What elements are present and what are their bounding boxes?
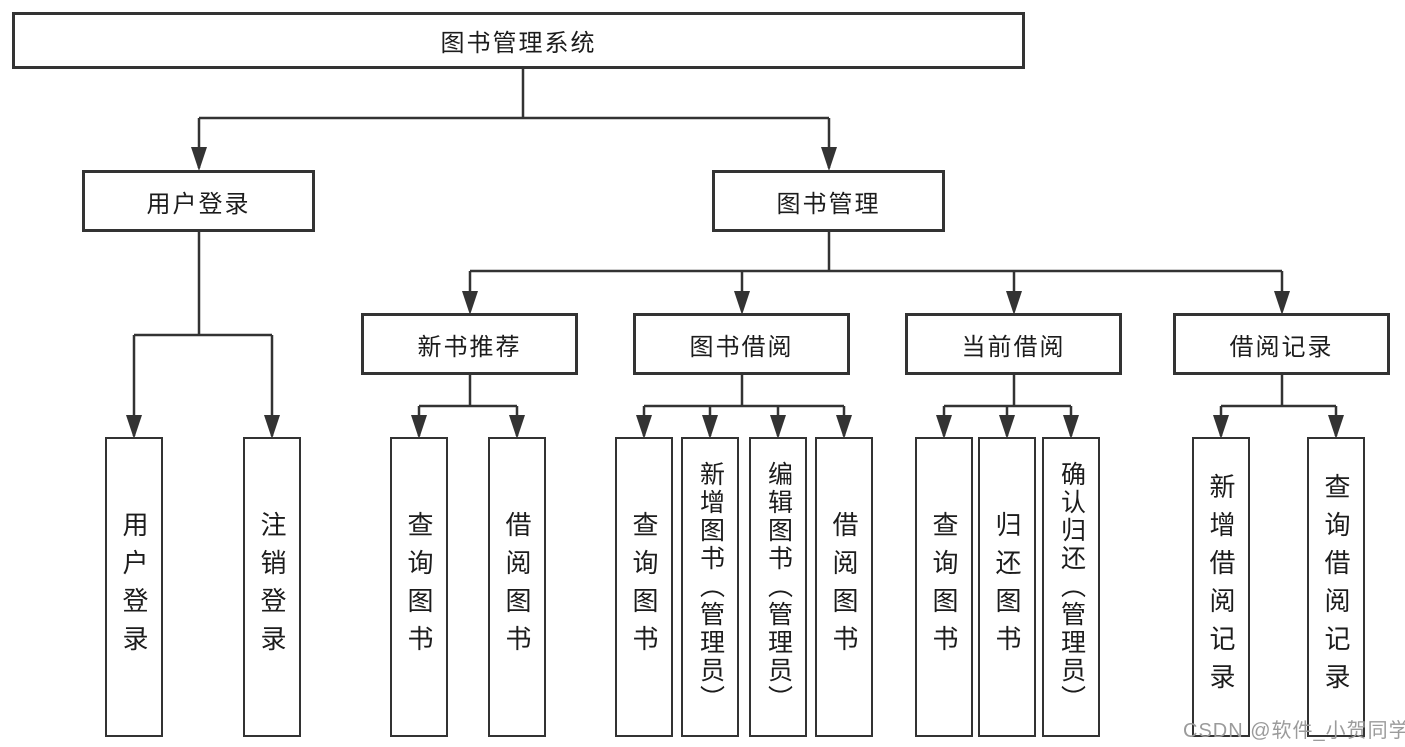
leaf-label: 用户登录 xyxy=(119,511,149,663)
leaf-query-books-borrow: 查询图书 xyxy=(615,437,673,737)
leaf-label: 确认归还（管理员） xyxy=(1057,461,1086,713)
node-book-borrow: 图书借阅 xyxy=(633,313,850,375)
leaf-label: 借阅图书 xyxy=(502,511,532,663)
leaf-label: 新增借阅记录 xyxy=(1206,473,1236,701)
leaf-label: 查询图书 xyxy=(929,511,959,663)
leaf-logout: 注销登录 xyxy=(243,437,301,737)
leaf-label: 注销登录 xyxy=(257,511,287,663)
node-borrow-records: 借阅记录 xyxy=(1173,313,1390,375)
node-book-management: 图书管理 xyxy=(712,170,945,232)
leaf-user-login: 用户登录 xyxy=(105,437,163,737)
node-new-book-recommend: 新书推荐 xyxy=(361,313,578,375)
leaf-add-books-admin: 新增图书（管理员） xyxy=(681,437,739,737)
leaf-return-books: 归还图书 xyxy=(978,437,1036,737)
leaf-label: 查询图书 xyxy=(629,511,659,663)
node-current-borrow: 当前借阅 xyxy=(905,313,1122,375)
node-root-library-system: 图书管理系统 xyxy=(12,12,1025,69)
leaf-label: 新增图书（管理员） xyxy=(696,461,725,713)
leaf-label: 借阅图书 xyxy=(829,511,859,663)
leaf-confirm-return-admin: 确认归还（管理员） xyxy=(1042,437,1100,737)
leaf-add-borrow-record: 新增借阅记录 xyxy=(1192,437,1250,737)
leaf-label: 查询借阅记录 xyxy=(1321,473,1351,701)
leaf-query-borrow-record: 查询借阅记录 xyxy=(1307,437,1365,737)
leaf-label: 归还图书 xyxy=(992,511,1022,663)
leaf-borrow-books: 借阅图书 xyxy=(815,437,873,737)
leaf-label: 编辑图书（管理员） xyxy=(764,461,793,713)
leaf-query-books-recommend: 查询图书 xyxy=(390,437,448,737)
leaf-edit-books-admin: 编辑图书（管理员） xyxy=(749,437,807,737)
csdn-watermark: CSDN @软件_小贺同学 xyxy=(1183,720,1405,742)
node-user-login: 用户登录 xyxy=(82,170,315,232)
leaf-label: 查询图书 xyxy=(404,511,434,663)
leaf-query-books-current: 查询图书 xyxy=(915,437,973,737)
leaf-borrow-books-recommend: 借阅图书 xyxy=(488,437,546,737)
